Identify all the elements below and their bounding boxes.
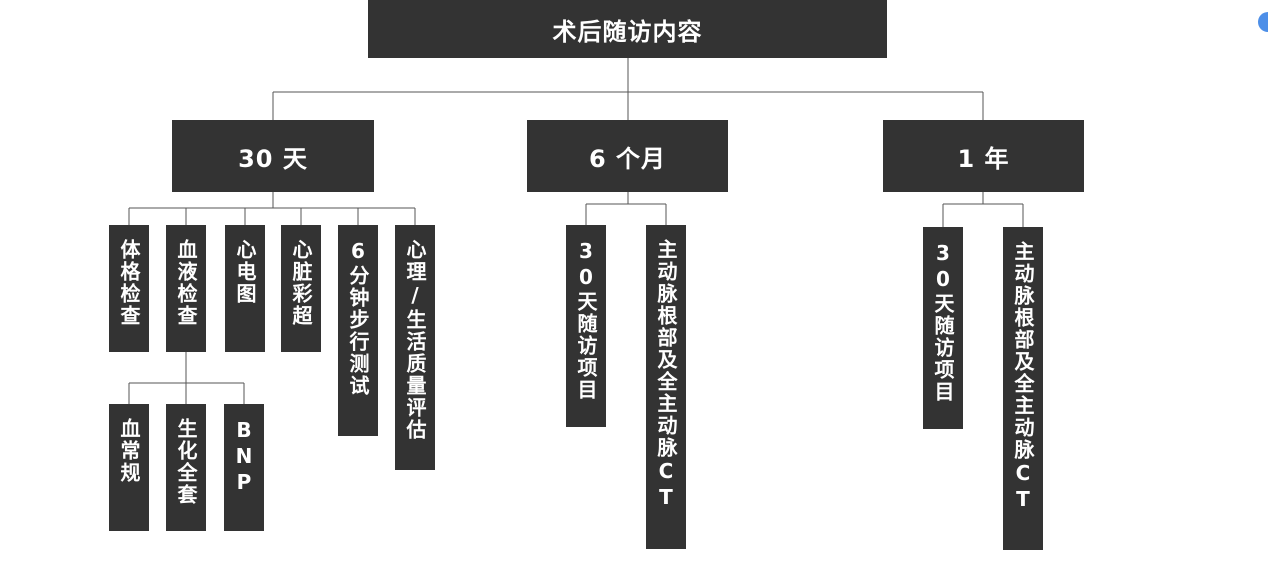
item-node-label: 心电图 <box>233 239 257 305</box>
item-node-six-minute-walk: 6分钟步行测试 <box>338 225 378 436</box>
period-node-30-days: 30 天 <box>172 120 374 192</box>
item-node-label: 体格检查 <box>117 239 141 327</box>
subitem-node-cbc: 血常规 <box>109 404 149 531</box>
period-node-6-months: 6 个月 <box>527 120 728 192</box>
item-node-aortic-ct: 主动脉根部及全主动脉CT <box>1003 227 1043 550</box>
period-node-label: 1 年 <box>957 144 1010 173</box>
item-node-psych-qol: 心理/生活质量评估 <box>395 225 435 470</box>
item-node-label: 血液检查 <box>174 239 198 327</box>
item-node-blood-test: 血液检查 <box>166 225 206 352</box>
item-node-aortic-ct: 主动脉根部及全主动脉CT <box>646 225 686 549</box>
subitem-node-biochem: 生化全套 <box>166 404 206 531</box>
item-node-30-day-items: 30天随访项目 <box>566 225 606 427</box>
item-node-ecg: 心电图 <box>225 225 265 352</box>
corner-badge-icon[interactable] <box>1258 12 1268 32</box>
period-node-1-year: 1 年 <box>883 120 1084 192</box>
item-node-label: 主动脉根部及全主动脉CT <box>1011 241 1035 513</box>
item-node-physical-exam: 体格检查 <box>109 225 149 352</box>
root-node-label: 术后随访内容 <box>552 17 703 46</box>
item-node-label: 心理/生活质量评估 <box>403 239 427 441</box>
item-node-label: 主动脉根部及全主动脉CT <box>654 239 678 511</box>
item-node-30-day-items: 30天随访项目 <box>923 227 963 429</box>
root-node: 术后随访内容 <box>368 0 887 58</box>
item-node-label: 6分钟步行测试 <box>346 239 370 397</box>
subitem-node-bnp: BNP <box>224 404 264 531</box>
subitem-node-label: 血常规 <box>117 418 141 484</box>
subitem-node-label: BNP <box>232 418 256 496</box>
period-node-label: 30 天 <box>238 144 308 173</box>
subitem-node-label: 生化全套 <box>174 418 198 506</box>
item-node-label: 30天随访项目 <box>574 239 598 401</box>
item-node-echocardiogram: 心脏彩超 <box>281 225 321 352</box>
item-node-label: 心脏彩超 <box>289 239 313 327</box>
period-node-label: 6 个月 <box>588 144 667 173</box>
item-node-label: 30天随访项目 <box>931 241 955 403</box>
